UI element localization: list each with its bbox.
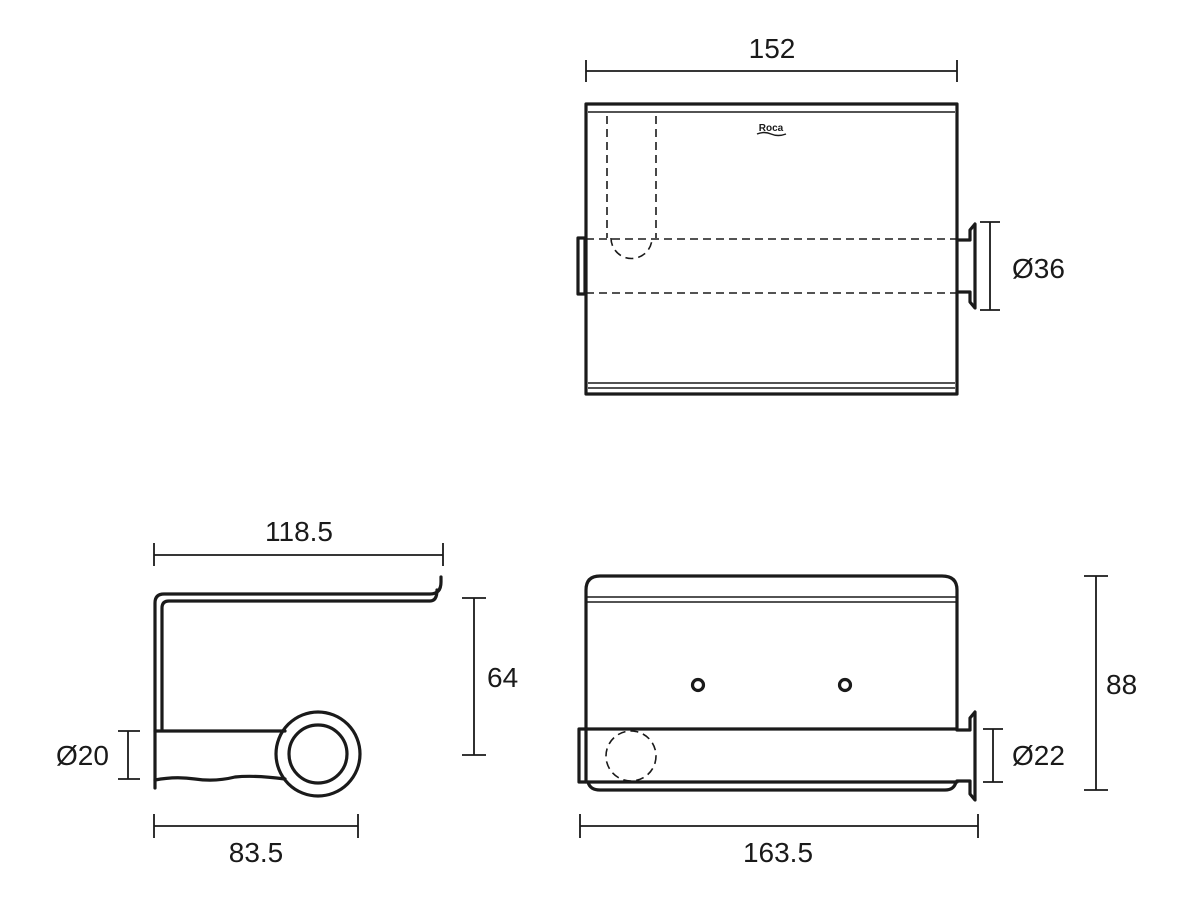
dimension-label-d36: Ø36	[1012, 253, 1065, 284]
front-view: 88 Ø22 163.5	[577, 574, 1137, 868]
right-flange	[955, 222, 977, 310]
side-view: 118.5 64 Ø20	[56, 516, 518, 868]
dimension-152: 152	[585, 33, 958, 82]
dimension-d20: Ø20	[56, 730, 140, 780]
mounting-hole-right	[837, 677, 853, 693]
dimension-118-5: 118.5	[153, 516, 444, 566]
top-view: 152 Roca Ø36	[576, 33, 1065, 396]
dimension-label-d20: Ø20	[56, 740, 109, 771]
hidden-lines	[586, 116, 957, 294]
dimension-label-163-5: 163.5	[743, 837, 813, 868]
front-roll-bar	[577, 710, 977, 802]
left-end-cap	[576, 236, 587, 296]
top-plate-outline	[584, 102, 959, 396]
svg-text:Roca: Roca	[759, 123, 784, 134]
dimension-163-5: 163.5	[579, 814, 979, 868]
dimension-label-64: 64	[487, 662, 518, 693]
front-plate-outline	[584, 574, 959, 730]
roll-bar	[153, 710, 362, 798]
dimension-label-d22: Ø22	[1012, 740, 1065, 771]
dimension-label-83-5: 83.5	[229, 837, 284, 868]
dimension-label-152: 152	[749, 33, 796, 64]
dimension-64: 64	[462, 597, 518, 756]
dimension-d22: Ø22	[983, 728, 1065, 783]
dimension-88: 88	[1084, 575, 1137, 791]
dimension-label-118-5: 118.5	[265, 516, 333, 547]
roca-logo: Roca	[756, 123, 787, 137]
dimension-d36: Ø36	[980, 221, 1065, 311]
shelf-profile	[153, 575, 443, 790]
dimension-83-5: 83.5	[153, 814, 359, 868]
dimension-label-88: 88	[1106, 669, 1137, 700]
mounting-hole-left	[690, 677, 706, 693]
